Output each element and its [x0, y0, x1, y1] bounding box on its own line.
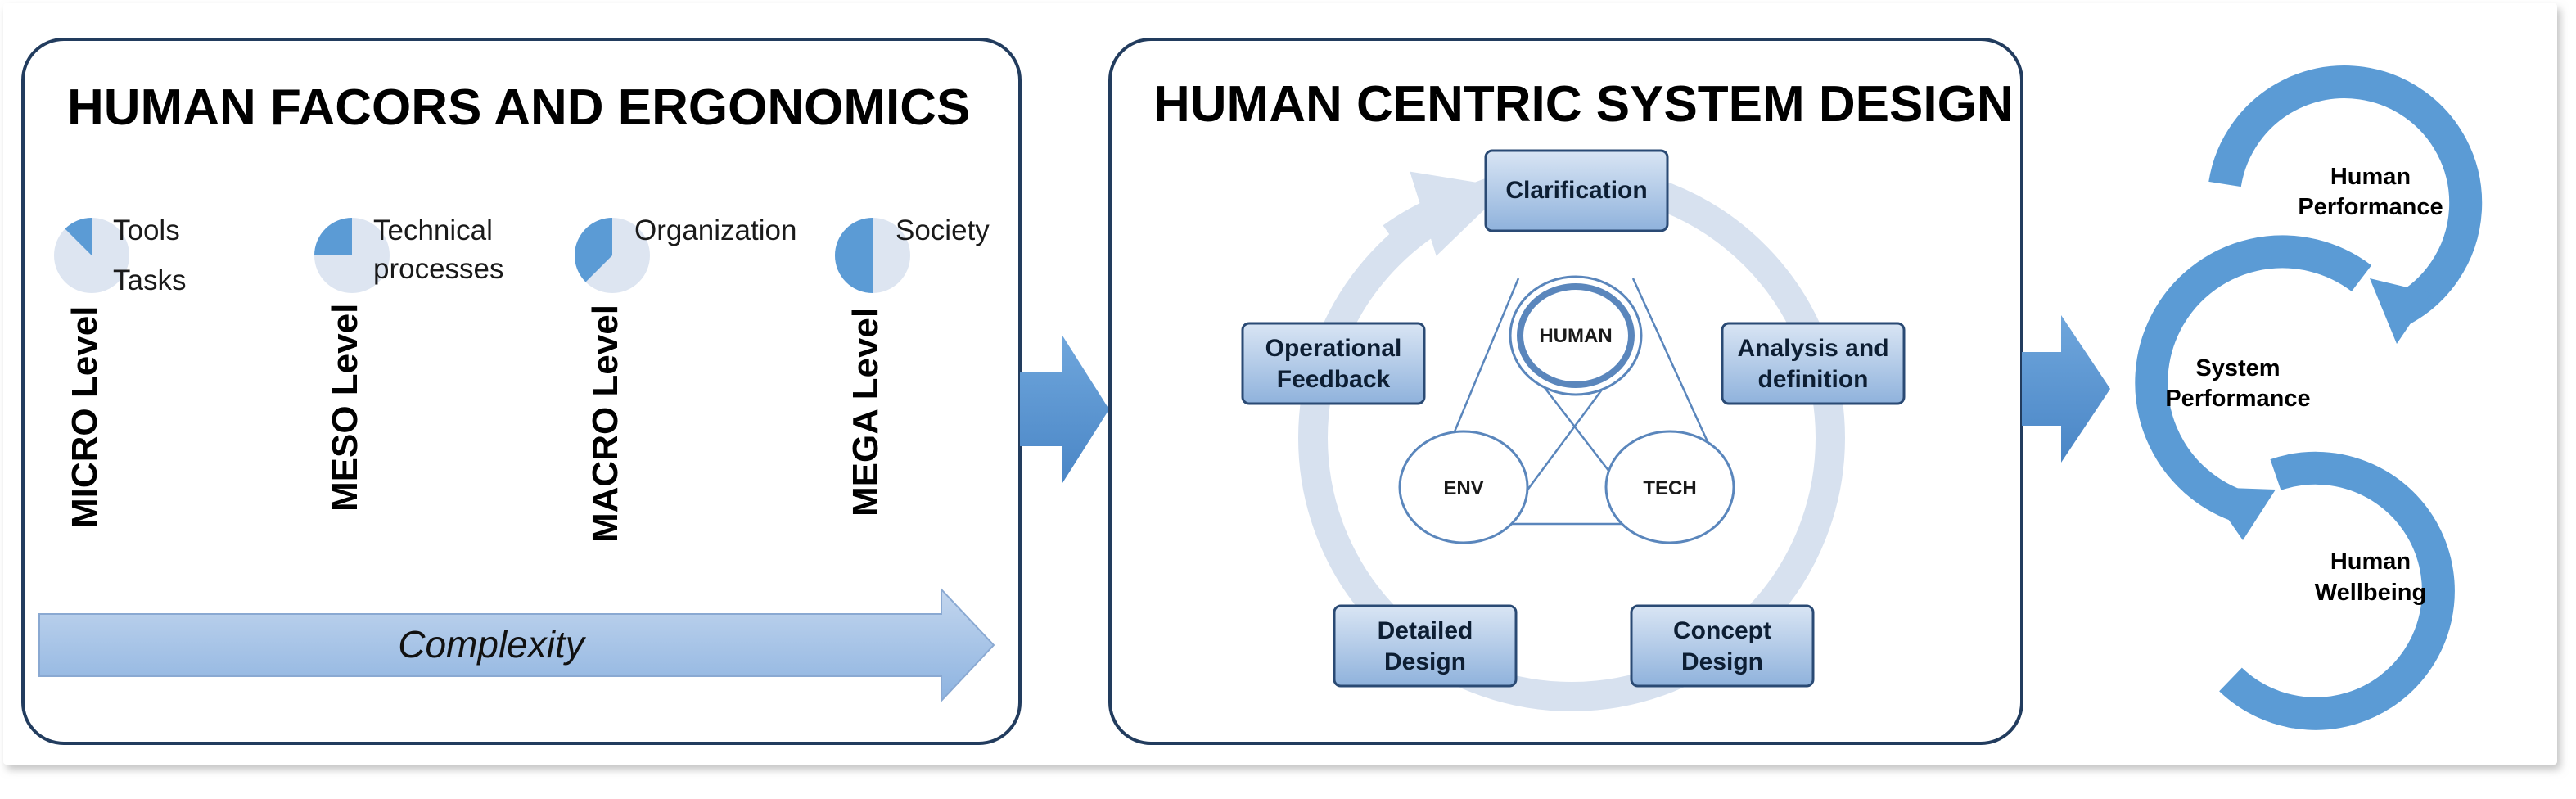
operational-feedback-box — [1241, 322, 1426, 405]
level-pie-fill — [314, 218, 352, 255]
arc-system-performance — [2135, 235, 2372, 524]
connector-arrow-1 — [1020, 336, 1109, 483]
level-pie-fill — [575, 218, 612, 282]
arrowhead-human-performance — [2370, 278, 2431, 344]
complexity-label: Complexity — [398, 623, 587, 666]
mega-label-1: Society — [896, 214, 990, 246]
meso-label-1: Technical — [373, 214, 493, 246]
env-ellipse — [1398, 430, 1529, 544]
human-performance-label-2: Performance — [2298, 194, 2443, 220]
clarification-box — [1484, 149, 1669, 232]
analysis-label-2: definition — [1758, 366, 1869, 393]
micro-label-2: Tasks — [113, 264, 186, 296]
hfe-title: HUMAN FACORS AND ERGONOMICS — [67, 79, 970, 136]
tech-label: TECH — [1643, 477, 1696, 499]
arc-human-performance — [2208, 65, 2483, 324]
micro-level-name: MICRO Level — [65, 306, 105, 528]
level-icons — [54, 218, 910, 293]
arrowhead-system-performance — [2206, 487, 2276, 540]
env-label: ENV — [1443, 477, 1483, 499]
mega-level-name: MEGA Level — [846, 308, 886, 517]
meso-label-2: processes — [373, 253, 504, 285]
system-performance-label-2: Performance — [2165, 386, 2310, 412]
concept-label-2: Design — [1681, 648, 1763, 675]
hcsd-title: HUMAN CENTRIC SYSTEM DESIGN — [1153, 76, 2014, 133]
analysis-label-1: Analysis and — [1737, 335, 1888, 362]
connector-arrow-2 — [2022, 315, 2110, 463]
feedback-label-1: Operational — [1265, 335, 1402, 362]
human-wellbeing-label-1: Human — [2330, 548, 2411, 575]
system-performance-label-1: System — [2195, 355, 2280, 381]
tech-ellipse — [1604, 430, 1735, 544]
human-ellipse-inner — [1517, 283, 1635, 388]
analysis-box — [1721, 322, 1906, 405]
human-wellbeing-label-2: Wellbeing — [2315, 580, 2426, 606]
detailed-label-2: Design — [1384, 648, 1466, 675]
concept-design-box — [1630, 604, 1815, 688]
hcsd-panel: HUMAN CENTRIC SYSTEM DESIGN HUMAN ENV TE… — [1108, 38, 2023, 745]
macro-label-1: Organization — [634, 214, 796, 246]
hfe-panel: HUMAN FACORS AND ERGONOMICS Tools Tasks … — [21, 38, 1022, 745]
concept-label-1: Concept — [1673, 617, 1771, 644]
level-pie-fill — [835, 218, 873, 293]
meso-level-name: MESO Level — [325, 304, 365, 512]
micro-label-1: Tools — [113, 214, 180, 246]
feedback-label-2: Feedback — [1277, 366, 1391, 393]
detailed-design-box — [1333, 604, 1518, 688]
arc-human-wellbeing — [2219, 451, 2455, 730]
complexity-arrow — [38, 587, 995, 703]
clarification-label: Clarification — [1505, 177, 1647, 204]
human-performance-label-1: Human — [2330, 164, 2411, 190]
human-label: HUMAN — [1539, 325, 1612, 347]
macro-level-name: MACRO Level — [585, 305, 625, 543]
cycle-arrowhead — [1383, 171, 1508, 256]
level-pie-fill — [65, 218, 92, 255]
detailed-label-1: Detailed — [1378, 617, 1473, 644]
performance-cycle: Human Performance System Performance Hum… — [2135, 65, 2483, 730]
